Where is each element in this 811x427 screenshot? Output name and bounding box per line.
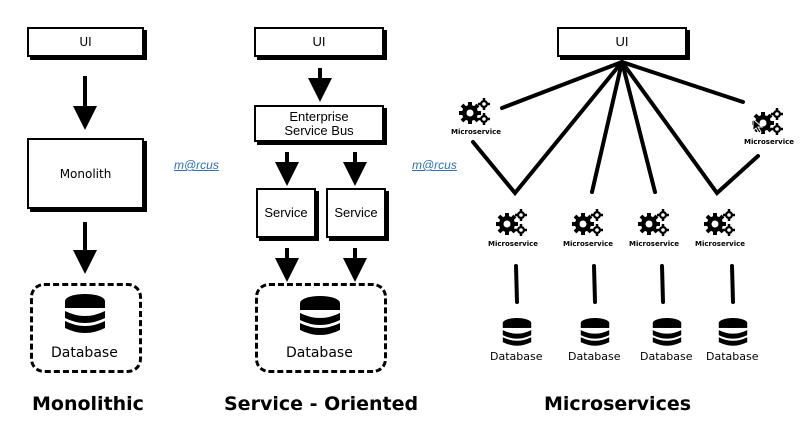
ms-heading: Microservices (544, 393, 692, 415)
soa-ui-box: UI (254, 27, 384, 57)
soa-database-label: Database (286, 345, 353, 361)
service-box-1: Service (256, 188, 316, 238)
link-ui-to-ms-2 (590, 60, 624, 194)
link-ui-to-ms-3 (620, 60, 657, 194)
ms-database-label-4: Database (706, 350, 759, 363)
gears-icon (704, 209, 735, 236)
ms-ui-box: UI (557, 27, 687, 57)
monolith-label: Monolith (59, 166, 112, 181)
gears-icon (638, 209, 669, 236)
ms-database-icon-2 (580, 318, 610, 346)
watermark-2: m@rcus (412, 158, 457, 172)
mono-ui-label: UI (79, 35, 92, 49)
link-ui-to-side-ms-right (620, 60, 745, 104)
esb-box: Enterprise Service Bus (254, 105, 384, 142)
link-side-ms-right-to-ms-4 (620, 60, 760, 196)
side-ms-label-left: Microservice (451, 128, 502, 136)
service-label-2: Service (334, 205, 378, 220)
watermark-1: m@rcus (174, 158, 219, 172)
link-ms-4-to-db-4 (730, 264, 735, 304)
soa-db-container (255, 283, 387, 373)
ms-database-icon-3 (652, 318, 682, 346)
ms-database-label-2: Database (568, 350, 621, 363)
monolith-box: Monolith (27, 138, 144, 209)
soa-database-icon (300, 296, 340, 335)
service-label-1: Service (264, 205, 308, 220)
link-ms-1-to-db-1 (514, 264, 519, 304)
soa-heading: Service - Oriented (224, 393, 419, 415)
link-side-ms-left-to-ms-1 (471, 60, 624, 197)
service-box-2: Service (326, 188, 386, 238)
ms-label-1: Microservice (488, 240, 539, 248)
ms-database-label-1: Database (490, 350, 543, 363)
side-ms-label-right: Microservice (744, 138, 795, 146)
ms-database-label-3: Database (640, 350, 693, 363)
link-ui-to-side-ms-left (500, 60, 624, 110)
gears-icon (572, 209, 603, 236)
link-ms-3-to-db-3 (660, 264, 665, 304)
mono-database-label: Database (51, 345, 118, 361)
gears-icon (496, 209, 527, 236)
ms-label-3: Microservice (629, 240, 680, 248)
ms-label-2: Microservice (563, 240, 614, 248)
gears-icon (459, 98, 490, 125)
ms-database-icon-1 (502, 318, 532, 346)
ms-database-icon-4 (718, 318, 748, 346)
mono-heading: Monolithic (32, 393, 144, 415)
link-ms-2-to-db-2 (592, 264, 597, 304)
ms-ui-label: UI (615, 34, 629, 49)
mono-ui-box: UI (27, 27, 144, 57)
ms-label-4: Microservice (695, 240, 746, 248)
mouse-cursor-icon (752, 118, 764, 134)
esb-label-line2: Service Bus (284, 122, 354, 138)
soa-ui-label: UI (312, 34, 326, 49)
mono-db-container (30, 283, 142, 373)
mono-database-icon (65, 294, 105, 333)
esb-label-line1: Enterprise (289, 108, 349, 124)
